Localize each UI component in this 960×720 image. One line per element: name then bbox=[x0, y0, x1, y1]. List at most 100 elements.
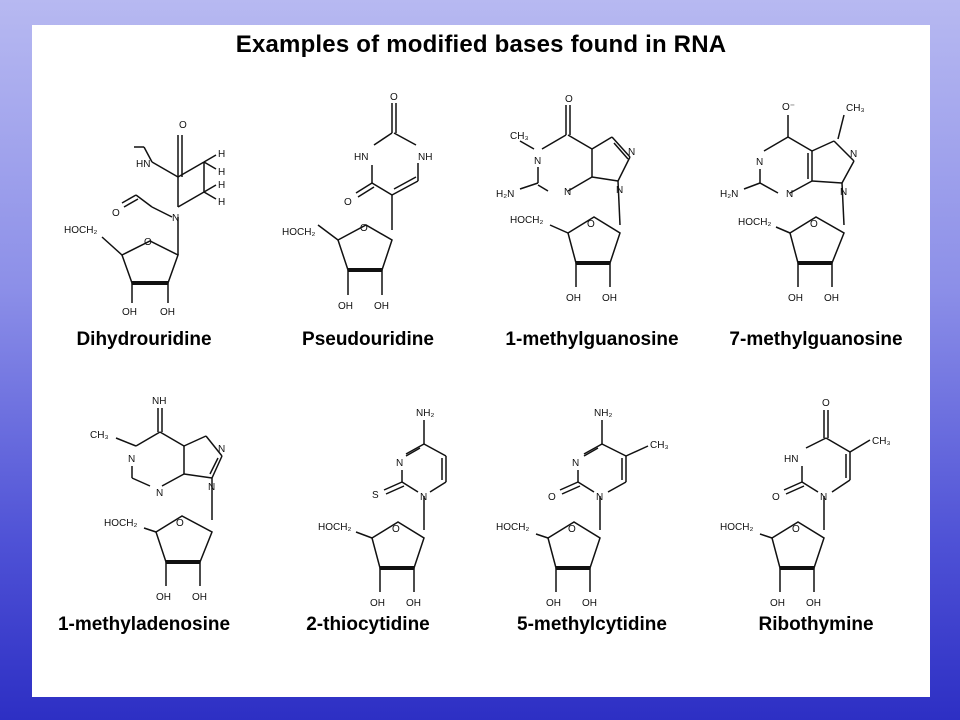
atom-s: S bbox=[372, 490, 379, 501]
atom-ch3: CH₃ bbox=[846, 103, 865, 114]
atom-o: O bbox=[176, 518, 184, 529]
atom-o: O bbox=[587, 219, 595, 230]
molecule-7-methylguanosine: O⁻ CH₃ N N H₂N N N O HOCH₂ OH OH 7-methy… bbox=[704, 65, 928, 365]
atom-o: O bbox=[344, 197, 352, 208]
atom-ch3: CH₃ bbox=[90, 430, 109, 441]
structure-ribothymine: O HN CH₃ O N O HOCH₂ OH OH bbox=[720, 398, 891, 609]
molecule-2-thiocytidine: NH₂ N S N O HOCH₂ OH OH 2-thiocytidine bbox=[256, 360, 480, 660]
atom-h2n: H₂N bbox=[720, 189, 738, 200]
atom-n: N bbox=[572, 458, 579, 469]
atom-oh: OH bbox=[122, 307, 137, 318]
atom-o: O bbox=[392, 524, 400, 535]
molecule-ribothymine: O HN CH₃ O N O HOCH₂ OH OH Ribothymine bbox=[704, 360, 928, 660]
atom-oh: OH bbox=[192, 592, 207, 603]
atom-n: N bbox=[756, 157, 763, 168]
atom-hn: HN bbox=[136, 159, 150, 170]
atom-oh: OH bbox=[406, 598, 421, 609]
structure-5-methylcytidine: NH₂ CH₃ N O N O HOCH₂ OH OH bbox=[496, 408, 669, 609]
atom-oh: OH bbox=[582, 598, 597, 609]
molecule-5-methylcytidine: NH₂ CH₃ N O N O HOCH₂ OH OH 5-methylcyti… bbox=[480, 360, 704, 660]
structure-7-methylguanosine: O⁻ CH₃ N N H₂N N N O HOCH₂ OH OH bbox=[720, 102, 865, 304]
atom-oh: OH bbox=[160, 307, 175, 318]
atom-hoch2: HOCH₂ bbox=[104, 518, 137, 529]
atom-oh: OH bbox=[788, 293, 803, 304]
atom-hoch2: HOCH₂ bbox=[318, 522, 351, 533]
atom-o: O bbox=[548, 492, 556, 503]
molecule-name: 5-methylcytidine bbox=[517, 614, 667, 635]
atom-o: O bbox=[179, 120, 187, 131]
atom-n: N bbox=[564, 187, 571, 198]
atom-nh2: NH₂ bbox=[416, 408, 434, 419]
atom-h: H bbox=[218, 149, 225, 160]
molecule-name: 1-methyladenosine bbox=[57, 614, 231, 635]
atom-hn: HN bbox=[354, 152, 368, 163]
atom-nh: NH bbox=[418, 152, 432, 163]
structure-2-thiocytidine: NH₂ N S N O HOCH₂ OH OH bbox=[318, 408, 447, 609]
atom-n: N bbox=[820, 492, 827, 503]
atom-n: N bbox=[850, 149, 857, 160]
molecule-name: Dihydrouridine bbox=[76, 329, 212, 350]
atom-ch3: CH₃ bbox=[872, 436, 891, 447]
slide: Examples of modified bases found in RNA bbox=[32, 25, 930, 697]
atom-h2n: H₂N bbox=[496, 189, 514, 200]
atom-oh: OH bbox=[770, 598, 785, 609]
atom-hoch2: HOCH₂ bbox=[282, 227, 315, 238]
atom-oh: OH bbox=[374, 301, 389, 312]
atom-oh: OH bbox=[824, 293, 839, 304]
molecule-pseudouridine: O HN NH O O HOCH₂ OH OH Pseudouridine bbox=[256, 65, 480, 365]
atom-o: O bbox=[772, 492, 780, 503]
atom-o: O bbox=[568, 524, 576, 535]
atom-o: O bbox=[810, 219, 818, 230]
atom-n: N bbox=[628, 147, 635, 158]
atom-oh: OH bbox=[602, 293, 617, 304]
atom-n: N bbox=[534, 156, 541, 167]
atom-n: N bbox=[596, 492, 603, 503]
atom-oh: OH bbox=[156, 592, 171, 603]
atom-oh: OH bbox=[338, 301, 353, 312]
atom-o: O bbox=[822, 398, 830, 409]
atom-n: N bbox=[208, 482, 215, 493]
atom-n: N bbox=[840, 187, 847, 198]
atom-o: O bbox=[360, 223, 368, 234]
atom-n: N bbox=[172, 213, 179, 224]
atom-n: N bbox=[420, 492, 427, 503]
structure-pseudouridine: O HN NH O O HOCH₂ OH OH bbox=[282, 92, 432, 312]
atom-o: O bbox=[390, 92, 398, 103]
atom-o: O bbox=[144, 237, 152, 248]
atom-h: H bbox=[218, 180, 225, 191]
atom-hoch2: HOCH₂ bbox=[64, 225, 97, 236]
molecule-name: 2-thiocytidine bbox=[306, 614, 430, 635]
atom-n: N bbox=[128, 454, 135, 465]
molecule-dihydrouridine: O HN O N H H H H O HOCH₂ OH OH Dihydrour… bbox=[32, 65, 256, 365]
atom-o: O bbox=[565, 94, 573, 105]
atom-oh: OH bbox=[370, 598, 385, 609]
atom-hoch2: HOCH₂ bbox=[738, 217, 771, 228]
molecule-name: Ribothymine bbox=[758, 614, 874, 635]
slide-title: Examples of modified bases found in RNA bbox=[235, 31, 727, 58]
atom-n: N bbox=[156, 488, 163, 499]
atom-hoch2: HOCH₂ bbox=[510, 215, 543, 226]
atom-o: O bbox=[792, 524, 800, 535]
atom-n: N bbox=[786, 189, 793, 200]
molecule-name: 1-methylguanosine bbox=[505, 329, 679, 350]
atom-o: O bbox=[112, 208, 120, 219]
atom-n: N bbox=[218, 444, 225, 455]
atom-nh2: NH₂ bbox=[594, 408, 612, 419]
atom-h: H bbox=[218, 197, 225, 208]
atom-n: N bbox=[616, 185, 623, 196]
atom-hoch2: HOCH₂ bbox=[720, 522, 753, 533]
molecule-1-methylguanosine: O CH₃ N N H₂N N N O HOCH₂ OH OH 1-methyl… bbox=[480, 65, 704, 365]
atom-hoch2: HOCH₂ bbox=[496, 522, 529, 533]
atom-h: H bbox=[218, 167, 225, 178]
atom-ch3: CH₃ bbox=[650, 440, 669, 451]
atom-hn: HN bbox=[784, 454, 798, 465]
atom-n: N bbox=[396, 458, 403, 469]
molecule-1-methyladenosine: NH CH₃ N N N N O HOCH₂ OH OH 1-methylade… bbox=[32, 360, 256, 660]
structure-dihydrouridine: O HN O N H H H H O HOCH₂ OH OH bbox=[64, 120, 225, 318]
atom-ch3: CH₃ bbox=[510, 131, 529, 142]
atom-oh: OH bbox=[806, 598, 821, 609]
atom-nh: NH bbox=[152, 396, 166, 407]
atom-oh: OH bbox=[546, 598, 561, 609]
structure-1-methylguanosine: O CH₃ N N H₂N N N O HOCH₂ OH OH bbox=[496, 94, 635, 304]
atom-o-minus: O⁻ bbox=[782, 102, 795, 113]
